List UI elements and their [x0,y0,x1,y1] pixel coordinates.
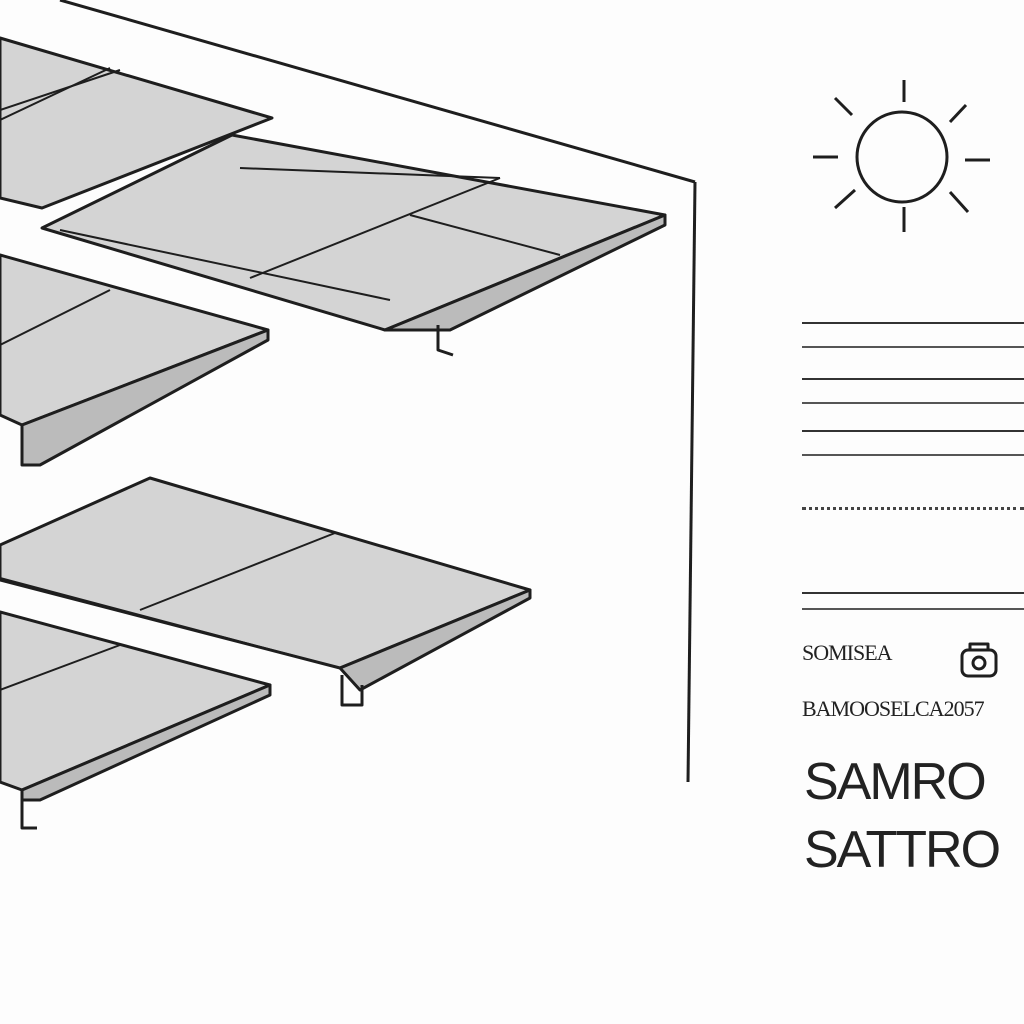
text-line-3 [802,430,1024,456]
solar-panel-bottom-left [0,610,272,830]
text-line-1 [802,322,1024,348]
title-sattro: SATTRO [804,821,1001,879]
sun-icon [813,80,990,232]
solar-panel-lower-center [0,476,532,707]
solar-panel-top-right [40,133,667,357]
label-code: BAMOOSELCA2057 [802,696,985,721]
text-line-4 [802,485,1024,510]
text-line-5 [802,592,1024,610]
lock-icon [960,642,998,678]
frame-vertical-line [686,181,697,783]
label-somisea: SOMISEA [802,640,893,665]
text-line-2 [802,378,1024,404]
solar-panel-top-left [0,36,274,210]
title-samro: SAMRO [804,753,987,811]
frame-top-line [59,0,696,184]
solar-panel-middle-left [0,253,270,467]
